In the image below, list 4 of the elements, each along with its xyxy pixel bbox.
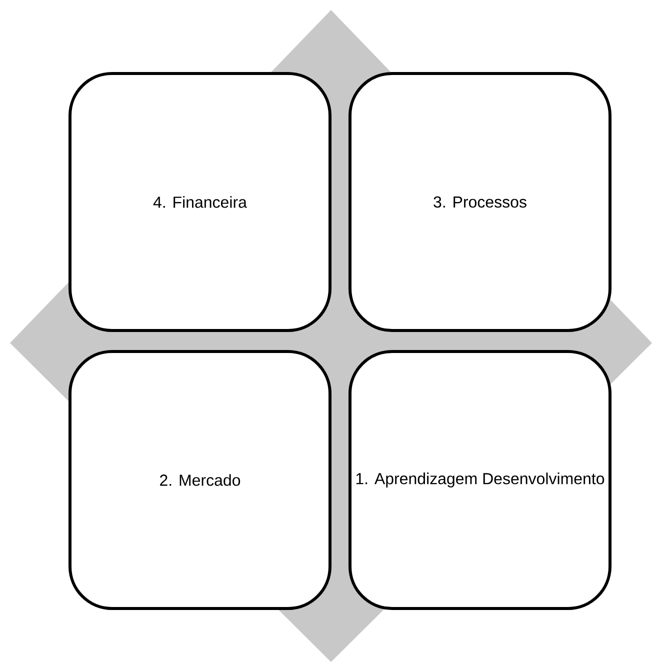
rounded-box: 1. Aprendizagem Desenvolvimento (348, 350, 612, 610)
rounded-box: 3. Processos (348, 72, 612, 332)
rounded-box: 4. Financeira (68, 72, 332, 332)
rounded-box: 2. Mercado (68, 350, 332, 610)
